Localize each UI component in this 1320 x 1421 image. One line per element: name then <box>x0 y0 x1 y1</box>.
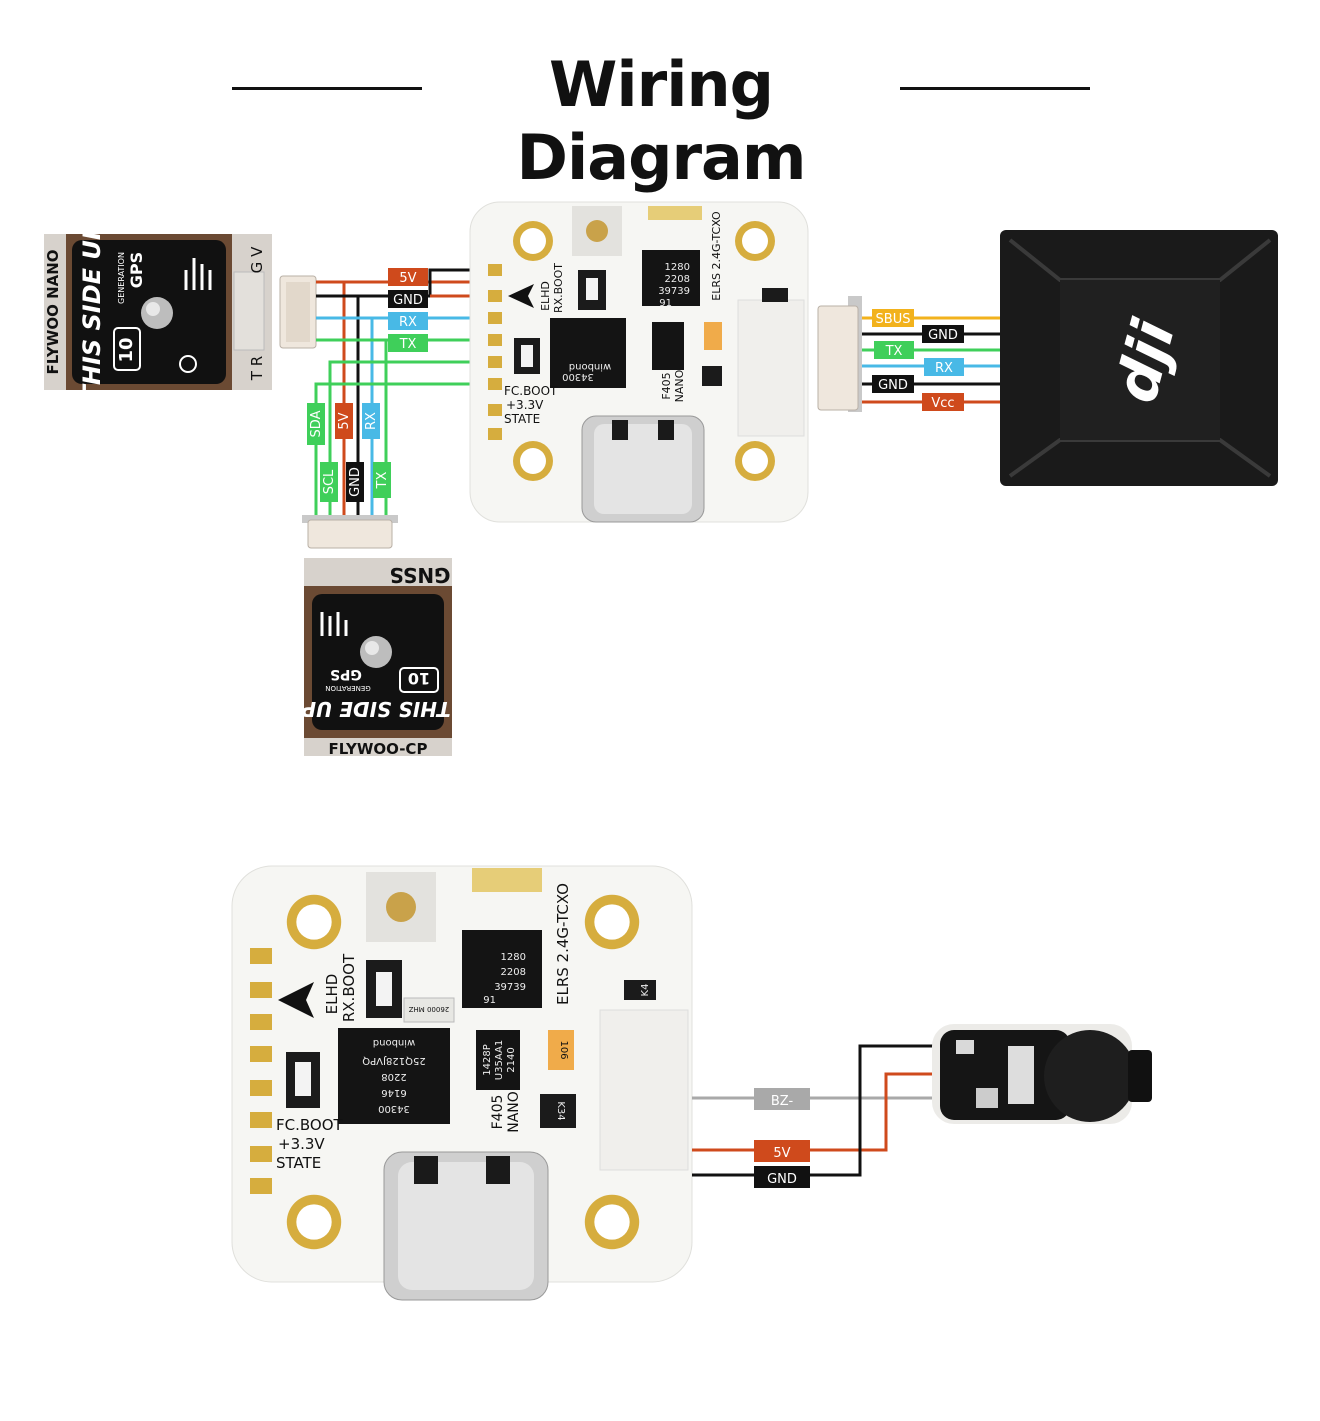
board-rxboot: RX.BOOT <box>552 263 565 313</box>
title-rule-left <box>232 87 422 90</box>
gps-wire-5v: 5V <box>399 271 416 286</box>
gps-wire-rx: RX <box>399 315 417 330</box>
board2-elrs: ELRS 2.4G-TCXO <box>554 883 572 1005</box>
gnss-signal-icon <box>320 612 348 636</box>
i2c-wire-tx: TX <box>375 471 390 489</box>
main-chip2-line4: 25Q128JVPQ <box>362 1055 426 1066</box>
small-chip-line3: 2140 <box>506 1047 517 1072</box>
gps-this-side-up: THIS SIDE UP <box>78 222 106 401</box>
buzzer-wires <box>692 1044 948 1177</box>
i2c-wire-sda: SDA <box>309 410 324 437</box>
buzzer-wire-5v: 5V <box>773 1146 790 1161</box>
vtx-connector <box>817 296 862 412</box>
buzzer-wire-bz: BZ- <box>771 1094 794 1109</box>
gps-wire-labels: 5V GND RX TX <box>388 268 428 352</box>
k4-label: K4 <box>640 984 651 997</box>
buzzer-module <box>932 1024 1152 1124</box>
rf-chip2-line3: 39739 <box>494 982 526 993</box>
gps-brand-text: FLYWOO NANO <box>44 249 62 374</box>
signal-icon <box>184 258 212 290</box>
gps-wires <box>314 268 490 535</box>
board2-elhd: ELHD <box>323 974 341 1015</box>
board2-nano: NANO <box>506 1091 522 1133</box>
board2-f405: F405 <box>490 1095 506 1130</box>
small-chip-line2: U35AA1 <box>494 1040 505 1080</box>
board-arrow-icon <box>508 284 534 308</box>
main-chip-brand: winbond <box>569 361 611 372</box>
gps-generation: GENERATION <box>117 252 126 304</box>
vtx-wire-gnd2: GND <box>878 378 908 393</box>
buzzer-icon <box>1044 1030 1136 1122</box>
gps-pins-top: G V <box>248 246 266 273</box>
vtx-wire-tx: TX <box>885 344 903 359</box>
gnss-gen-number: 10 <box>408 669 430 688</box>
i2c-wire-5v: 5V <box>337 412 352 429</box>
gnss-generation: GENERATION <box>325 684 370 692</box>
gnss-gps-label: GPS <box>330 666 362 682</box>
gnss-tag: GNSS <box>389 563 450 587</box>
satellite-icon <box>179 355 197 373</box>
crystal-label: 26000 MHZ <box>409 1005 450 1013</box>
rf-chip2-line4: 91 <box>483 995 496 1006</box>
gps-pins-bottom: T R <box>248 356 266 381</box>
rf-chip2-line2: 2208 <box>501 967 526 978</box>
board-3v3: +3.3V <box>506 398 544 412</box>
vtx-wire-gnd1: GND <box>928 328 958 343</box>
i2c-wire-scl: SCL <box>322 469 337 494</box>
gps-wire-gnd: GND <box>393 293 423 308</box>
vtx-wire-labels: SBUS GND TX RX GND Vcc <box>872 309 964 411</box>
dji-vtx-unit: dji <box>1000 230 1278 486</box>
main-chip-line1: 34300 <box>562 371 594 382</box>
i2c-wire-labels: SDA 5V RX SCL GND TX <box>307 403 391 502</box>
small-chip-line1: 1428P <box>482 1044 493 1075</box>
page-title: Wiring Diagram <box>516 48 807 194</box>
vtx-wire-rx: RX <box>935 361 953 376</box>
board2-fcboot: FC.BOOT <box>276 1116 344 1134</box>
vtx-wire-sbus: SBUS <box>876 312 911 327</box>
gps-gen-number: 10 <box>116 337 137 362</box>
cap-label: 106 <box>558 1040 569 1059</box>
vtx-wire-vcc: Vcc <box>931 396 954 411</box>
board-fcboot: FC.BOOT <box>504 384 558 398</box>
board2-arrow-icon <box>278 982 314 1018</box>
i2c-wire-gnd: GND <box>348 467 363 497</box>
buzzer-wire-gnd: GND <box>767 1172 797 1187</box>
gnss-this-side-up: THIS SIDE UP <box>301 697 451 721</box>
rf-chip-line1: 1280 <box>665 262 690 273</box>
gps-wire-tx: TX <box>399 337 417 352</box>
rf-chip-line4: 91 <box>659 298 672 309</box>
board2-3v3: +3.3V <box>278 1135 325 1153</box>
gps-module-bottom: GNSS THIS SIDE UP GENERATION GPS 10 FLYW… <box>301 558 452 758</box>
board-elrs: ELRS 2.4G-TCXO <box>710 211 723 301</box>
flight-controller-top: 1280 2208 39739 91 34300 winbond ELHD RX… <box>469 201 809 523</box>
gps-module-top: FLYWOO NANO THIS SIDE UP GENERATION GPS … <box>44 222 272 402</box>
rf-chip-line2: 2208 <box>665 274 690 285</box>
i2c-wire-rx: RX <box>364 412 379 430</box>
main-chip2-line3: 2208 <box>381 1071 406 1082</box>
main-chip2-line1: 34300 <box>378 1103 410 1114</box>
main-chip2-line2: 6146 <box>381 1087 406 1098</box>
gps-label: GPS <box>127 252 146 288</box>
gnss-brand: FLYWOO-CP <box>329 740 428 758</box>
header: Wiring Diagram <box>0 40 1320 194</box>
board-f405: F405 <box>660 372 673 399</box>
rf-chip-line3: 39739 <box>658 286 690 297</box>
board2-rxboot: RX.BOOT <box>340 953 358 1022</box>
rf-chip2-line1: 1280 <box>501 952 526 963</box>
board-elhd: ELHD <box>539 281 552 311</box>
flight-controller-bottom: 1280 2208 39739 91 34300 6146 2208 25Q12… <box>231 865 693 1301</box>
board-state: STATE <box>504 412 540 426</box>
k34-label: K34 <box>555 1101 566 1120</box>
gnss-connector <box>302 515 398 549</box>
main-chip2-brand: winbond <box>373 1037 415 1048</box>
gps-connector <box>279 275 317 349</box>
board2-state: STATE <box>276 1154 321 1172</box>
title-rule-right <box>900 87 1090 90</box>
board-nano: NANO <box>673 369 686 402</box>
buzzer-wire-labels: BZ- 5V GND <box>754 1088 810 1188</box>
